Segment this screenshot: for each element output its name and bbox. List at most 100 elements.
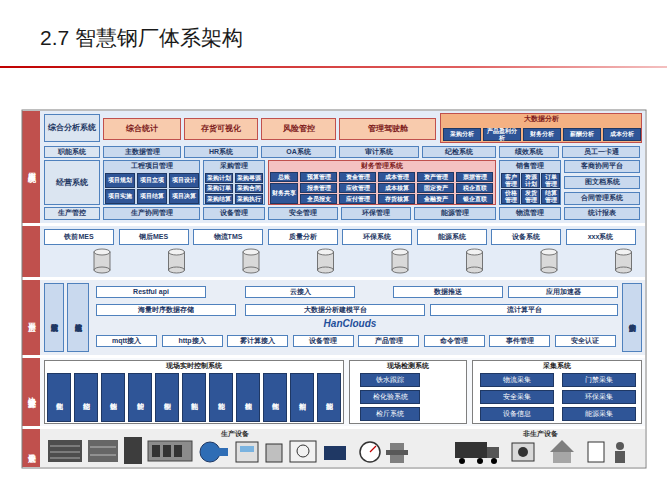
box-label: 成本核算 — [384, 185, 410, 192]
cylinder-body — [94, 252, 110, 270]
box-label: 设备信息 — [502, 410, 532, 417]
box-label: 能源采集 — [584, 410, 614, 417]
system-box: 质量分析 — [268, 229, 338, 245]
system-box: 熔剂控制 — [290, 373, 314, 422]
system-box: 气体控制 — [263, 373, 287, 422]
system-box: 钢后MES — [119, 229, 189, 245]
cylinder-base — [318, 267, 334, 273]
system-box: 采购执行 — [235, 194, 263, 204]
system-box: 采购合同 — [235, 184, 263, 194]
system-group: 工程项目管理项目规划项目立项项目设计项目实施项目结算项目决算 — [103, 160, 200, 205]
box-label: 现场检测系统 — [350, 361, 466, 372]
system-box: 炼铁控制 — [101, 373, 125, 422]
box-label: 合同管理系统 — [580, 194, 624, 202]
system-box: http接入 — [162, 335, 223, 347]
box-label: 审计系统 — [364, 148, 394, 156]
box-label: 采购合同 — [236, 185, 262, 191]
system-box: HR系统 — [184, 146, 258, 158]
box-label: 绩效系统 — [514, 148, 544, 156]
box-label: 云接入 — [289, 288, 312, 296]
system-box: 成本管理 — [378, 172, 415, 182]
box-label: 项目规划 — [107, 177, 133, 184]
group-caption: 非生产设备 — [505, 430, 575, 440]
box-label: 统计报表 — [587, 209, 617, 217]
system-box: 经营系统 — [44, 160, 100, 205]
box-label: 固定资产 — [423, 185, 449, 192]
system-group: 财务管理系统总账财务共享预算管理资金管理成本管理资产管理票据管理报表管理应收管理… — [268, 160, 496, 205]
cylinder-top — [169, 249, 185, 255]
box-label: 设备系统 — [511, 233, 541, 241]
system-group: 采集系统物流采集门禁采集安全采集环保采集设备信息能源采集 — [472, 360, 642, 424]
box-label: 销售管理 — [500, 161, 560, 172]
system-box: 数据推送 — [393, 286, 503, 298]
cylinder-base — [243, 267, 259, 273]
system-box: OA系统 — [261, 146, 336, 158]
cylinder-top — [243, 249, 259, 255]
box-label: 大数据分析建模平台 — [303, 306, 368, 314]
layer-name: 平台层 — [22, 280, 40, 355]
system-box: 员工一卡通 — [562, 146, 640, 158]
cylinder-base — [467, 267, 483, 273]
system-box: 成本核算 — [378, 183, 415, 193]
box-label: 生产协同管理 — [130, 209, 174, 217]
database-icon — [467, 249, 483, 273]
system-box: 冷轧控制 — [209, 373, 233, 422]
box-label: 检斤系统 — [375, 410, 405, 417]
system-box: 资金管理 — [339, 172, 376, 182]
box-label: xxx系统 — [587, 233, 615, 241]
box-label: 资金管理 — [345, 174, 371, 181]
system-box: 事件管理 — [489, 335, 550, 347]
system-box: 产品管理 — [358, 335, 419, 347]
box-label: 铁前MES — [63, 233, 94, 241]
cylinder-body — [541, 252, 557, 270]
box-label: 资产管理 — [423, 174, 449, 181]
system-box: 统计报表 — [564, 207, 640, 220]
box-label: 环保采集 — [584, 393, 614, 400]
box-label: 综合统计 — [125, 124, 159, 133]
box-label: 物流TMS — [213, 233, 244, 241]
system-box: 安全防护体系 — [622, 283, 642, 352]
box-label: 采购结算 — [206, 196, 232, 202]
system-box: 图文档系统 — [564, 176, 640, 189]
box-label: 纪检系统 — [444, 148, 474, 156]
system-box: 职能系统 — [44, 146, 100, 158]
system-box: 焦化控制 — [47, 373, 71, 422]
box-label: 质量分析 — [288, 233, 318, 241]
system-box: Restful api — [96, 286, 206, 298]
system-box: 安全管理 — [268, 207, 338, 220]
box-label: 大数据分析 — [441, 114, 641, 125]
system-box: 云接入 — [245, 286, 355, 298]
system-box: 主数据管理 — [103, 146, 181, 158]
system-box: 命令管理 — [424, 335, 485, 347]
box-label: 产品盈利分析 — [484, 128, 520, 141]
system-box: 大数据分析建模平台 — [245, 304, 425, 316]
system-box: 铁前MES — [44, 229, 114, 245]
system-box: 综合统计 — [103, 118, 181, 140]
box-label: 财务分析 — [529, 131, 555, 137]
system-box: 设备系统 — [491, 229, 561, 245]
system-group: 现场实时控制系统焦化控制烧结控制炼铁控制转炉控制中板控制热轧控制冷轧控制棒线控制… — [44, 360, 344, 424]
box-label: 项目立项 — [139, 177, 165, 184]
system-box: 应付管理 — [339, 194, 376, 204]
system-box: 合同管理系统 — [564, 192, 640, 205]
box-label: HR系统 — [208, 148, 234, 156]
system-box: 纪检系统 — [422, 146, 496, 158]
cylinder-base — [169, 267, 185, 273]
box-label: 海量时序数据存储 — [137, 306, 195, 314]
box-label: 税企直联 — [462, 185, 488, 192]
box-label: 应收管理 — [345, 185, 371, 192]
box-label: 钢后MES — [138, 233, 169, 241]
box-label: 发货管理 — [522, 190, 539, 203]
system-box: 运营监控系统 — [44, 283, 64, 352]
box-label: 生产管控 — [57, 209, 87, 217]
box-label: 金融资产 — [423, 196, 449, 203]
system-box: 能源系统 — [417, 229, 487, 245]
cylinder-top — [392, 249, 408, 255]
system-box: 资产管理 — [417, 172, 454, 182]
cylinder-base — [392, 267, 408, 273]
system-box: 全员报支 — [300, 194, 337, 204]
system-box: 项目实施 — [105, 189, 135, 204]
box-label: 客商协同平台 — [580, 162, 624, 170]
box-label: 产品管理 — [374, 337, 404, 345]
system-box: xxx系统 — [566, 229, 636, 245]
